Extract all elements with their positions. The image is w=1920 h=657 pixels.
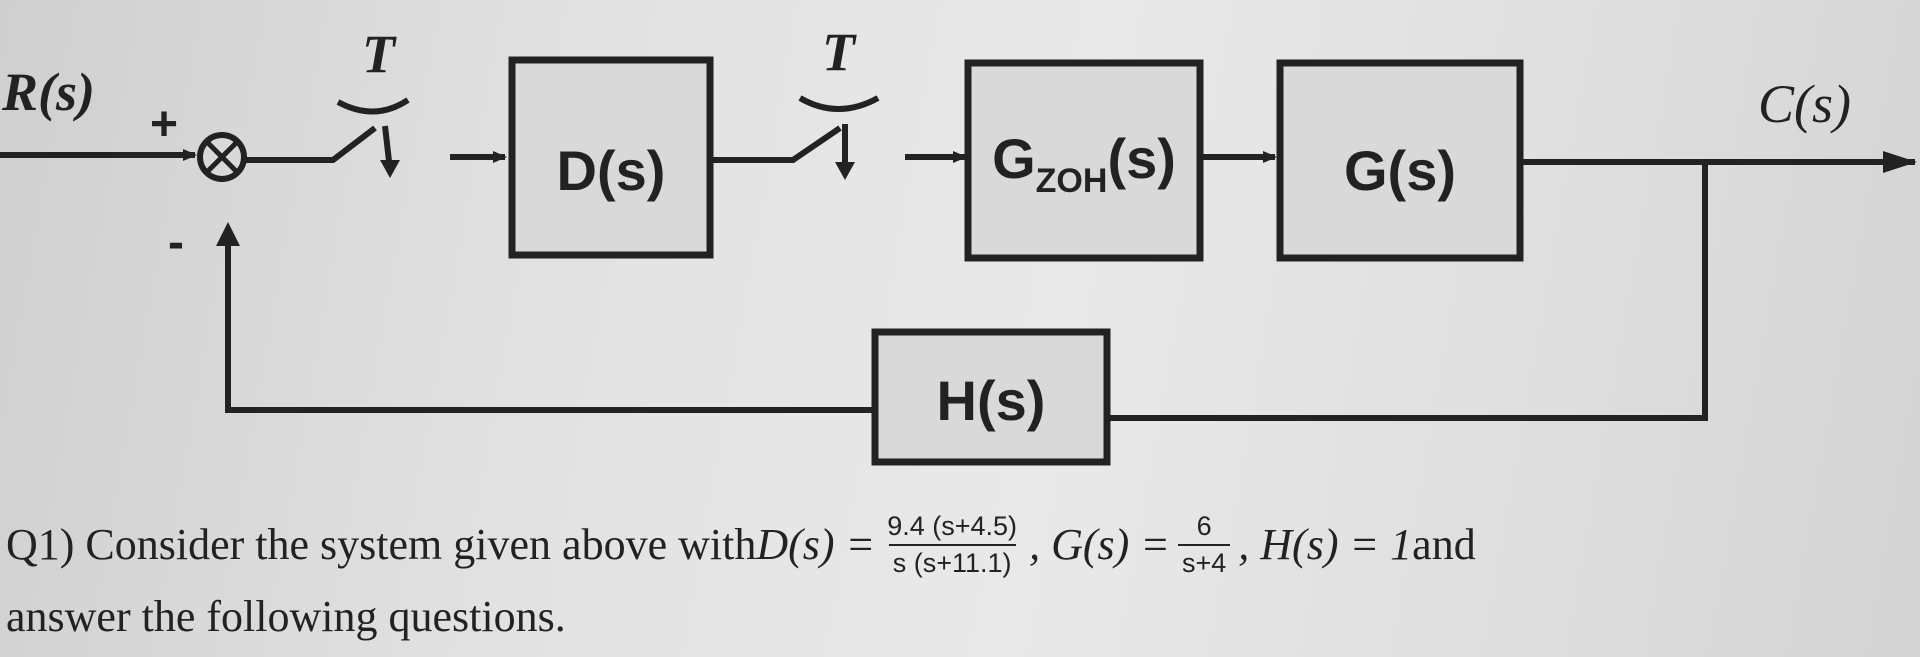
sampler2-arrow: [835, 162, 855, 180]
sampler1-label: T: [362, 24, 397, 84]
g-equation-lhs: , G(s) =: [1029, 520, 1170, 569]
summing-junction[interactable]: [197, 132, 247, 182]
block-gzoh-label: GZOH(s): [992, 127, 1176, 200]
block-g-label: G(s): [1344, 139, 1456, 202]
block-d-label: D(s): [557, 139, 666, 202]
plus-sign: +: [150, 98, 178, 151]
input-label: R(s): [1, 62, 95, 122]
question-line-2: answer the following questions.: [6, 592, 566, 641]
d-equation-lhs: D(s) =: [756, 520, 876, 569]
sampler-switch-2[interactable]: [798, 95, 880, 172]
block-gzoh[interactable]: [964, 59, 1204, 262]
block-d[interactable]: [508, 56, 714, 259]
block-diagram: R(s) C(s) + - T T D(s) GZOH(s) G(s) H(s): [0, 22, 1917, 466]
sampler2-label: T: [822, 22, 857, 82]
d-numerator: 9.4 (s+4.5): [887, 511, 1018, 541]
feedback-line-left: [225, 238, 875, 413]
sampler1-arrow: [380, 160, 400, 178]
output-label: C(s): [1758, 74, 1851, 134]
block-g[interactable]: [1276, 59, 1524, 262]
question-prefix: Q1) Consider the system given above with: [6, 520, 757, 569]
d-denominator: s (s+11.1): [888, 544, 1016, 577]
block-h-label: H(s): [937, 369, 1046, 432]
feedback-arrowhead: [216, 222, 240, 246]
question-suffix: and: [1412, 520, 1476, 569]
sampler-switch-1[interactable]: [336, 97, 410, 171]
g-numerator: 6: [1196, 511, 1212, 541]
d-to-sampler2-line: [710, 125, 842, 163]
d-fraction: 9.4 (s+4.5) s (s+11.1): [883, 513, 1021, 577]
summer-to-sampler1-line: [245, 125, 377, 163]
g-denominator: s+4: [1177, 544, 1231, 577]
minus-sign: -: [168, 216, 184, 269]
h-equation: , H(s) = 1: [1238, 520, 1413, 569]
g-fraction: 6 s+4: [1177, 511, 1231, 577]
question-line-1: Q1) Consider the system given above with…: [6, 505, 1476, 585]
feedback-line-right: [1110, 162, 1708, 421]
block-h[interactable]: [871, 328, 1111, 466]
